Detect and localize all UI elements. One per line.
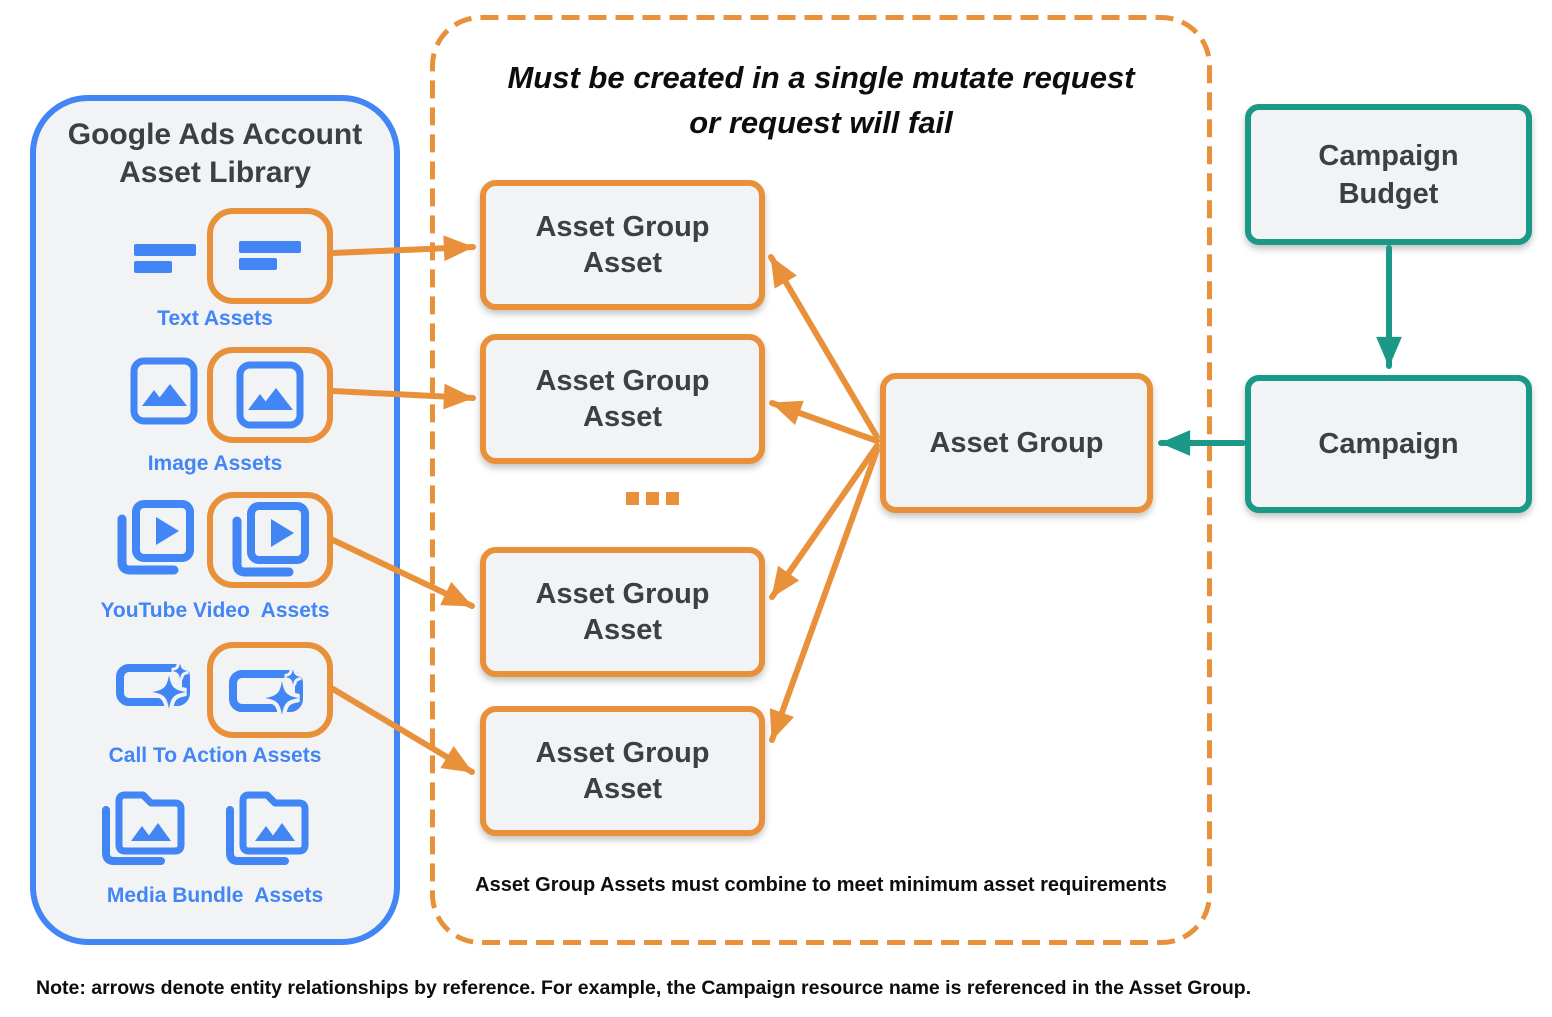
- selected-image-asset-outline: [207, 347, 333, 443]
- media-bundle-asset-icon: [101, 789, 187, 867]
- mutate-request-footnote: Asset Group Assets must combine to meet …: [475, 874, 1167, 896]
- arrow-asset-group-to-asset-group-asset-3: [769, 443, 880, 600]
- asset-library-panel: [30, 95, 400, 945]
- diagram-note: Note: arrows denote entity relationships…: [36, 977, 1252, 999]
- ellipsis-dot: [646, 492, 659, 505]
- ellipsis: [626, 492, 679, 505]
- image-assets-label: Image Assets: [147, 452, 283, 475]
- mutate-request-title: Must be created in a single mutate reque…: [507, 60, 1135, 140]
- asset-group-asset-node-1: Asset Group Asset: [480, 180, 765, 310]
- selected-youtube-video-asset-outline: [207, 492, 333, 588]
- campaign-budget-node: Campaign Budget: [1245, 104, 1532, 245]
- media-bundle-asset-icon: [225, 789, 311, 867]
- ellipsis-dot: [626, 492, 639, 505]
- call-to-action-asset-icon: [229, 662, 311, 718]
- arrow-asset-group-to-asset-group-asset-1: [768, 254, 880, 440]
- text-assets-label: Text Assets: [157, 307, 273, 330]
- arrow-asset-group-to-asset-group-asset-4: [769, 447, 880, 743]
- asset-group-asset-node-2: Asset Group Asset: [480, 334, 765, 464]
- image-asset-icon: [236, 361, 304, 429]
- campaign-node: Campaign: [1245, 375, 1532, 513]
- selected-call-to-action-asset-outline: [207, 642, 333, 738]
- selected-text-asset-outline: [207, 208, 333, 304]
- text-asset-icon: [134, 244, 196, 274]
- media-bundle-assets-label: Media Bundle Assets: [106, 884, 324, 907]
- arrow-asset-group-to-asset-group-asset-2: [769, 400, 880, 444]
- asset-group-asset-node-4: Asset Group Asset: [480, 706, 765, 836]
- youtube-video-asset-icon: [231, 502, 309, 578]
- call-to-action-asset-icon: [116, 656, 198, 712]
- asset-group-asset-node-3: Asset Group Asset: [480, 547, 765, 677]
- youtube-video-assets-label: YouTube Video Assets: [100, 599, 330, 622]
- asset-group-node: Asset Group: [880, 373, 1153, 513]
- call-to-action-assets-label: Call To Action Assets: [108, 744, 322, 767]
- asset-library-title: Google Ads Account Asset Library: [67, 118, 363, 189]
- image-asset-icon: [130, 357, 198, 425]
- ellipsis-dot: [666, 492, 679, 505]
- youtube-video-asset-icon: [116, 500, 194, 576]
- text-asset-icon: [239, 241, 301, 271]
